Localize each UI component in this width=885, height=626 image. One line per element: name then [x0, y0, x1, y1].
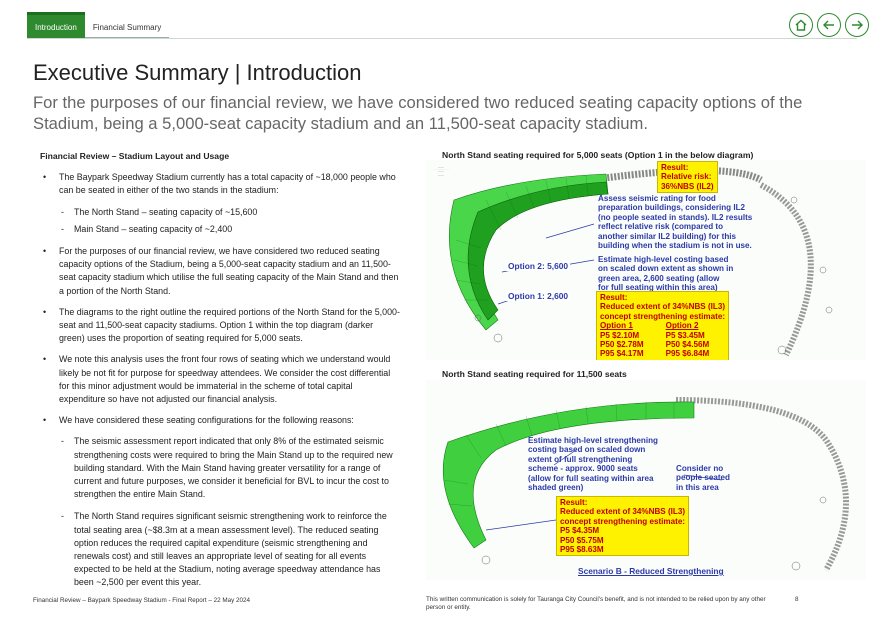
diagram-5000-seats: · · · · · · · · · ·················· Res…	[426, 160, 866, 360]
section-tabs: Introduction Financial Summary	[27, 12, 170, 38]
no-seating-note: Consider no people seated in this area	[676, 464, 730, 492]
bullet-options: For the purposes of our financial review…	[40, 245, 400, 298]
result-options-estimate: Result: Reduced extent of 34%NBS (IL3) c…	[596, 291, 730, 360]
assess-seismic-note: Assess seismic rating for food preparati…	[598, 194, 753, 251]
stand-plan-11500	[442, 397, 849, 572]
bullet-reasons: We have considered these seating configu…	[40, 414, 400, 427]
bullet-front-rows: We note this analysis uses the front fou…	[40, 353, 400, 406]
option-2-costs: Option 2 P5 $3.45M P50 $4.56M P95 $6.84M	[665, 321, 710, 359]
page-subtitle: For the purposes of our financial review…	[33, 93, 803, 133]
svg-text:· · · · · · · · ·: · · · · · · · · ·	[434, 167, 450, 171]
bullet-capacity: The Baypark Speedway Stadium currently h…	[40, 171, 400, 197]
footer-disclaimer: This written communication is solely for…	[426, 596, 766, 611]
next-button[interactable]	[845, 13, 869, 37]
sub-bullet-main-stand-reason: The seismic assessment report indicated …	[40, 435, 400, 501]
page-title: Executive Summary | Introduction	[33, 60, 362, 85]
page-navigation	[789, 13, 869, 37]
tab-financial-summary[interactable]: Financial Summary	[84, 12, 170, 38]
option-1-label: Option 1: 2,600	[506, 291, 571, 301]
scenario-label: Scenario B - Reduced Strengthening	[578, 566, 724, 576]
page-number: 8	[795, 596, 799, 603]
section-heading: Financial Review – Stadium Layout and Us…	[40, 151, 230, 161]
sub-bullet-north-stand-reason: The North Stand requires significant sei…	[40, 510, 400, 589]
estimate-costing-note: Estimate high-level costing based on sca…	[598, 255, 734, 293]
estimate-strengthening-note: Estimate high-level strengthening costin…	[528, 436, 658, 493]
arrow-right-icon	[852, 20, 863, 30]
stand-plan-5000: · · · · · · · · ·	[434, 167, 833, 357]
back-button[interactable]	[817, 13, 841, 37]
left-column: Financial Review – Stadium Layout and Us…	[40, 150, 400, 594]
footer-report-title: Financial Review – Baypark Speedway Stad…	[33, 597, 251, 604]
tab-introduction[interactable]: Introduction	[27, 12, 85, 38]
bullet-diagrams: The diagrams to the right outline the re…	[40, 306, 400, 346]
arrow-left-icon	[823, 20, 834, 30]
sub-bullet-main-stand: Main Stand – seating capacity of ~2,400	[40, 223, 400, 236]
diagram1-notes: ··················	[438, 166, 445, 178]
result-relative-risk: Result: Relative risk: 36%NBS (IL2)	[657, 161, 718, 194]
home-button[interactable]	[789, 13, 813, 37]
option-1-costs: Option 1 P5 $2.10M P50 $2.78M P95 $4.17M	[600, 321, 644, 359]
home-icon	[795, 19, 807, 31]
option-2-label: Option 2: 5,600	[506, 261, 571, 271]
tab-divider	[27, 38, 857, 39]
result-11500-estimate: Result: Reduced extent of 34%NBS (IL3) c…	[556, 496, 690, 557]
diagram2-heading: North Stand seating required for 11,500 …	[442, 369, 627, 379]
diagram1-heading: North Stand seating required for 5,000 s…	[442, 150, 754, 160]
sub-bullet-north-stand: The North Stand – seating capacity of ~1…	[40, 206, 400, 219]
diagram-11500-seats: Estimate high-level strengthening costin…	[426, 380, 866, 580]
